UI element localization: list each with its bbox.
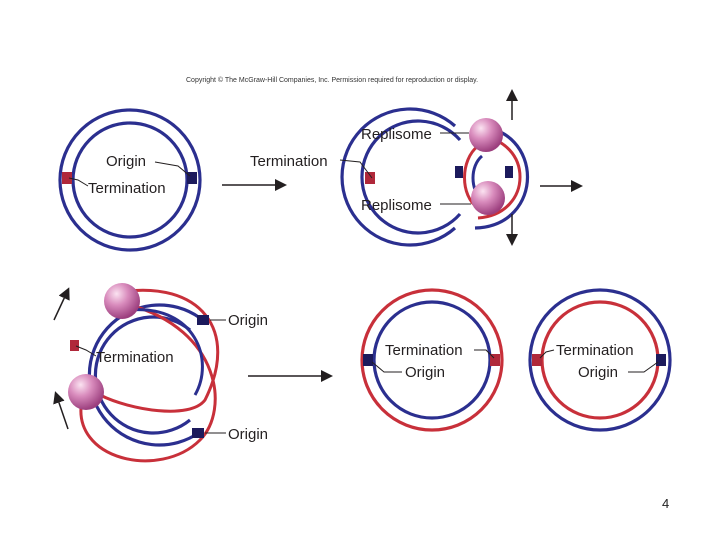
panel-daughter-circle-1: Termination Origin [360,288,504,432]
inner-new-strand [540,300,660,420]
outer-new-strand [360,288,504,432]
termination-leader [474,349,495,359]
replisome-bottom [471,181,505,215]
termination-leader [339,159,373,179]
inner-parental-strand [372,300,492,420]
origin-leader [154,161,191,177]
outer-parental-strand [58,108,202,252]
origin-marker [656,354,666,366]
origin-leader [371,361,402,373]
outer-parental-arc [340,107,457,247]
origin-label-top: Origin [228,312,268,329]
panel-replication-forks: Replisome Replisome Termination [250,89,530,247]
panel-parental-circle: Origin Termination [58,108,202,252]
origin-marker [192,428,204,438]
origin-label: Origin [405,364,445,381]
outer-parental-strand [528,288,672,432]
origin-marker [505,166,513,178]
origin-marker [197,315,209,325]
fork-arrow-down [53,391,69,430]
origin-label: Origin [578,364,618,381]
termination-leader [75,345,97,357]
termination-marker [365,172,375,184]
origin-label-bottom: Origin [228,426,268,443]
termination-label: Termination [556,342,634,359]
replisome-label-bottom: Replisome [361,197,432,214]
origin-marker [455,166,463,178]
panel-daughter-circle-2: Termination Origin [528,288,672,432]
termination-marker [62,172,72,184]
origin-leader [628,361,659,373]
termination-label: Termination [96,349,174,366]
replisome-top [469,118,503,152]
termination-label: Termination [88,180,166,197]
page-number: 4 [662,496,670,511]
copyright-notice: Copyright © The McGraw-Hill Companies, I… [186,77,479,84]
daughter-blue-inner [129,308,204,396]
termination-label: Termination [250,153,328,170]
termination-marker [532,354,542,366]
fork-arrow-up [53,287,70,321]
replisome-label-top: Replisome [361,126,432,143]
termination-marker [490,354,500,366]
termination-leader [539,349,555,359]
termination-label: Termination [385,342,463,359]
termination-leader [68,177,89,187]
origin-marker [187,172,197,184]
panel-theta-structure: Origin Origin Termination [53,283,268,463]
origin-label: Origin [106,153,146,170]
replisome-top [104,283,140,319]
replisome-bottom [68,374,104,410]
inner-parental-arc [360,119,462,235]
daughter-red-top [99,288,220,413]
origin-marker [363,354,373,366]
daughter-red-bottom [79,303,217,463]
termination-marker [70,340,79,351]
parental-inner-arc [93,315,192,435]
